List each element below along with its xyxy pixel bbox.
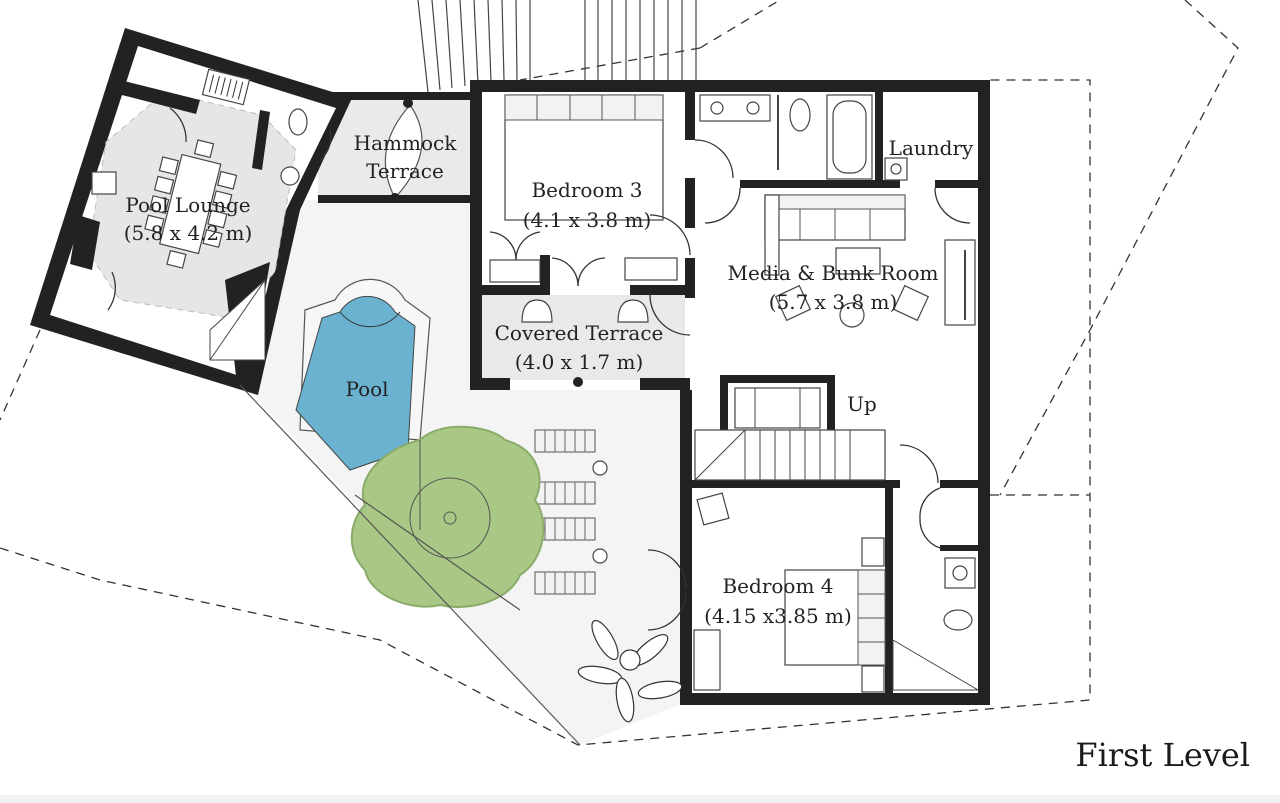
covered-terrace-size: (4.0 x 1.7 m) <box>515 350 644 374</box>
tree-icon <box>350 425 545 611</box>
pool-water <box>295 295 416 471</box>
terrace-chairs <box>521 299 649 323</box>
footer-band <box>0 795 1280 803</box>
bedroom4-size: (4.15 x3.85 m) <box>704 604 852 628</box>
covered-terrace-floor <box>480 295 685 380</box>
hammock-terrace-label-line2: Terrace <box>366 159 444 183</box>
armchairs <box>774 284 930 328</box>
sink-icon <box>280 166 300 186</box>
sink-icon <box>710 101 724 115</box>
plant-icon <box>577 619 683 723</box>
pool <box>295 278 431 471</box>
bedroom3-size: (4.1 x 3.8 m) <box>523 208 652 232</box>
dining-table-icon <box>144 139 238 269</box>
covered-terrace-label: Covered Terrace <box>495 321 664 345</box>
hammock-terrace-label-line1: Hammock <box>354 131 458 155</box>
main-house <box>318 80 990 705</box>
bed-icon <box>784 569 886 666</box>
toilet-icon <box>288 108 308 136</box>
stairs-icon <box>694 387 886 481</box>
sun-lounger-icon <box>534 429 608 595</box>
bathroom <box>699 94 908 181</box>
sofa-icon <box>764 194 906 276</box>
pool-lounge <box>30 28 352 395</box>
pool-label: Pool <box>345 377 388 401</box>
laundry-label: Laundry <box>889 136 974 160</box>
bed-icon <box>504 94 664 221</box>
site-boundary <box>0 0 1239 746</box>
grill <box>201 68 251 106</box>
toilet-icon <box>789 98 811 132</box>
bedroom3-label: Bedroom 3 <box>531 178 642 202</box>
toilet-icon <box>943 609 973 631</box>
media-bunk-size: (5.7 x 3.8 m) <box>769 290 898 314</box>
bedroom4-label: Bedroom 4 <box>722 574 833 598</box>
entry-steps <box>417 0 697 93</box>
pool-lounge-size: (5.8 x 4.2 m) <box>124 221 253 245</box>
level-title: First Level <box>1075 736 1250 774</box>
pool-lounge-label: Pool Lounge <box>125 193 250 217</box>
media-bunk-label: Media & Bunk Room <box>728 261 939 285</box>
stairs-up-label: Up <box>847 392 877 416</box>
